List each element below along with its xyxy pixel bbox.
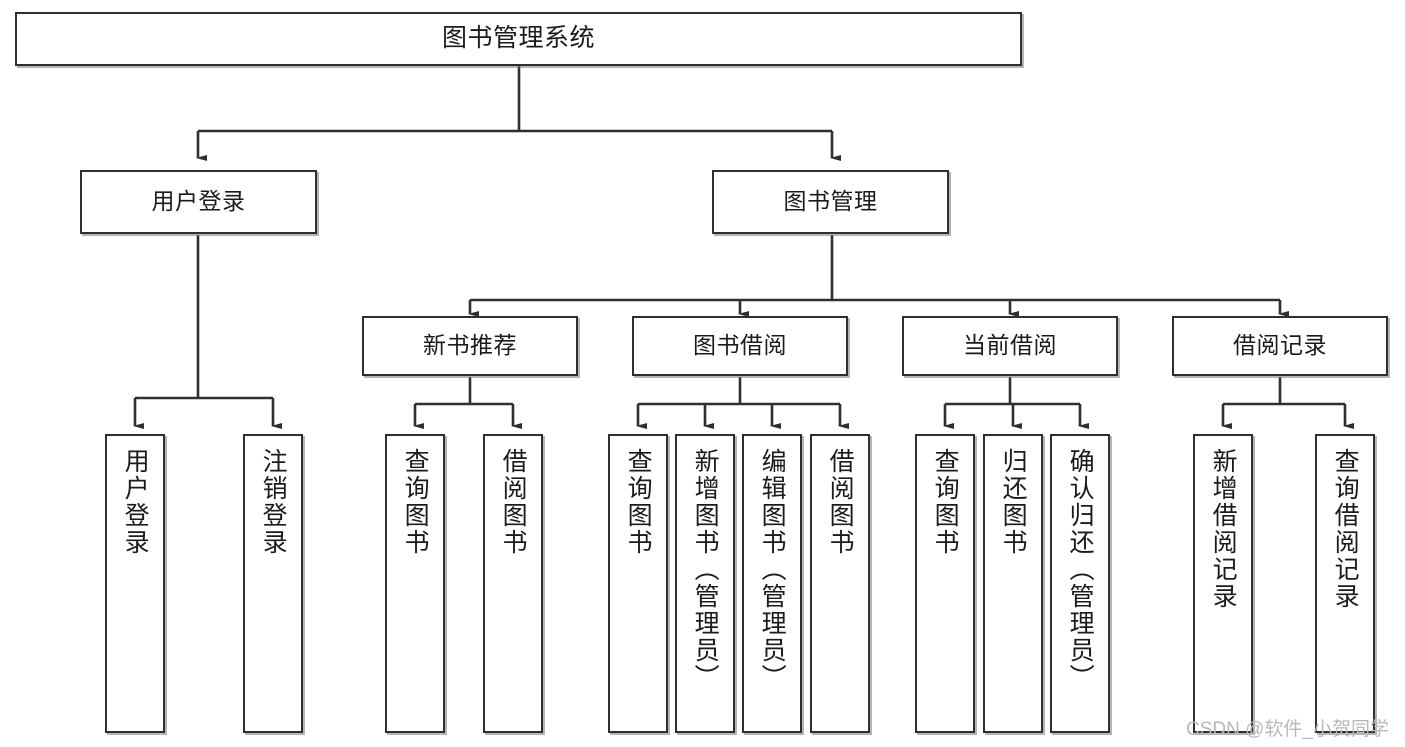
node-label: 当前借阅 <box>963 332 1057 359</box>
node-leaf-return-book[interactable]: 归还图书 <box>983 434 1043 733</box>
node-leaf-borrow-book-recommend[interactable]: 借阅图书 <box>483 434 543 733</box>
node-user-login[interactable]: 用户登录 <box>80 170 317 234</box>
node-label: 借阅图书 <box>826 448 855 556</box>
node-label: 图书借阅 <box>693 332 787 359</box>
node-label: 注销登录 <box>259 448 288 556</box>
node-current-borrow[interactable]: 当前借阅 <box>902 316 1118 376</box>
node-label: 新书推荐 <box>423 332 517 359</box>
node-leaf-query-book-borrow[interactable]: 查询图书 <box>608 434 668 733</box>
node-leaf-query-borrow-record[interactable]: 查询借阅记录 <box>1315 434 1375 733</box>
watermark-text: CSDN @软件_小贺同学 <box>1186 719 1389 740</box>
node-label: 查询借阅记录 <box>1331 448 1360 610</box>
node-label: 用户登录 <box>151 188 246 215</box>
node-label: 借阅图书 <box>499 448 528 556</box>
node-label: 查询图书 <box>931 448 960 556</box>
node-leaf-add-book-admin[interactable]: 新增图书（管理员） <box>675 434 735 733</box>
node-label: 新增借阅记录 <box>1209 448 1238 610</box>
node-label: 用户登录 <box>121 448 150 556</box>
node-label: 编辑图书（管理员） <box>758 448 787 691</box>
node-leaf-query-book-recommend[interactable]: 查询图书 <box>385 434 445 733</box>
node-root-book-management-system[interactable]: 图书管理系统 <box>15 12 1022 66</box>
node-label: 查询图书 <box>624 448 653 556</box>
node-book-management[interactable]: 图书管理 <box>712 170 949 234</box>
node-borrow-record[interactable]: 借阅记录 <box>1172 316 1388 376</box>
node-label: 图书管理 <box>783 188 878 215</box>
node-leaf-borrow-book[interactable]: 借阅图书 <box>810 434 870 733</box>
node-leaf-user-login[interactable]: 用户登录 <box>105 434 165 733</box>
node-leaf-add-borrow-record[interactable]: 新增借阅记录 <box>1193 434 1253 733</box>
node-leaf-query-book-current[interactable]: 查询图书 <box>915 434 975 733</box>
node-leaf-edit-book-admin[interactable]: 编辑图书（管理员） <box>742 434 802 733</box>
node-new-book-recommend[interactable]: 新书推荐 <box>362 316 578 376</box>
node-book-borrow[interactable]: 图书借阅 <box>632 316 848 376</box>
node-label: 借阅记录 <box>1233 332 1327 359</box>
node-label: 确认归还（管理员） <box>1066 448 1095 691</box>
node-label: 归还图书 <box>999 448 1028 556</box>
node-label: 新增图书（管理员） <box>691 448 720 691</box>
node-label: 查询图书 <box>401 448 430 556</box>
node-label: 图书管理系统 <box>441 24 595 53</box>
node-leaf-logout[interactable]: 注销登录 <box>243 434 303 733</box>
node-leaf-confirm-return-admin[interactable]: 确认归还（管理员） <box>1050 434 1110 733</box>
